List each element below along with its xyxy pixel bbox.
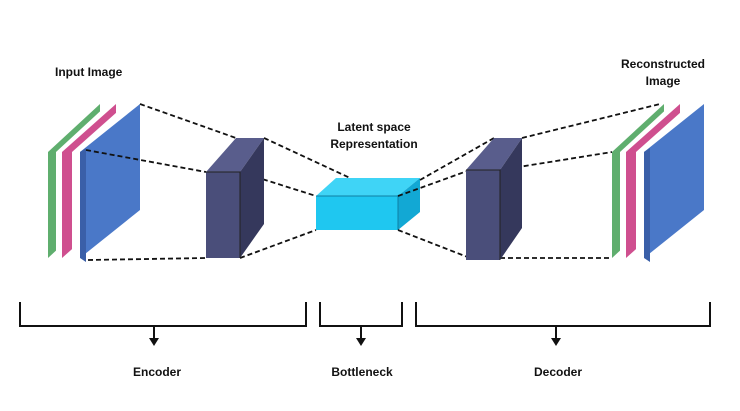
encoder-block-top — [206, 138, 264, 172]
decoder-block-top — [466, 138, 522, 170]
decoder-block — [466, 138, 522, 260]
encoder-block-front — [206, 172, 240, 258]
encoder-bracket — [19, 302, 307, 327]
latent-cube-front — [316, 196, 398, 230]
latent-space-label-line2: Representation — [330, 137, 418, 151]
input-image-stack — [48, 104, 140, 262]
encoder-block — [206, 138, 264, 258]
latent-cube — [316, 178, 420, 230]
decoder-block-side — [500, 138, 522, 260]
output-image-stack — [612, 104, 704, 262]
latent-cube-side — [398, 178, 420, 230]
encoder-block-side — [240, 138, 264, 258]
latent-space-label-line1: Latent space — [337, 120, 411, 134]
latent-cube-top — [316, 178, 420, 196]
reconstructed-image-label-line2: Image — [645, 74, 681, 88]
reconstructed-image-label-line1: Reconstructed — [620, 57, 706, 71]
brackets — [19, 302, 711, 340]
input-blue-layer — [80, 104, 140, 258]
decoder-bracket — [415, 302, 711, 327]
output-blue-layer — [644, 104, 704, 258]
bottleneck-bracket — [319, 302, 403, 327]
decoder-block-front — [466, 170, 500, 260]
input-image-label: Input Image — [55, 65, 123, 79]
encoder-connectors — [85, 103, 351, 261]
encoder-label: Encoder — [132, 365, 182, 379]
bracket-arrows — [149, 338, 561, 346]
decoder-label: Decoder — [533, 365, 583, 379]
bottleneck-label: Bottleneck — [331, 365, 393, 379]
